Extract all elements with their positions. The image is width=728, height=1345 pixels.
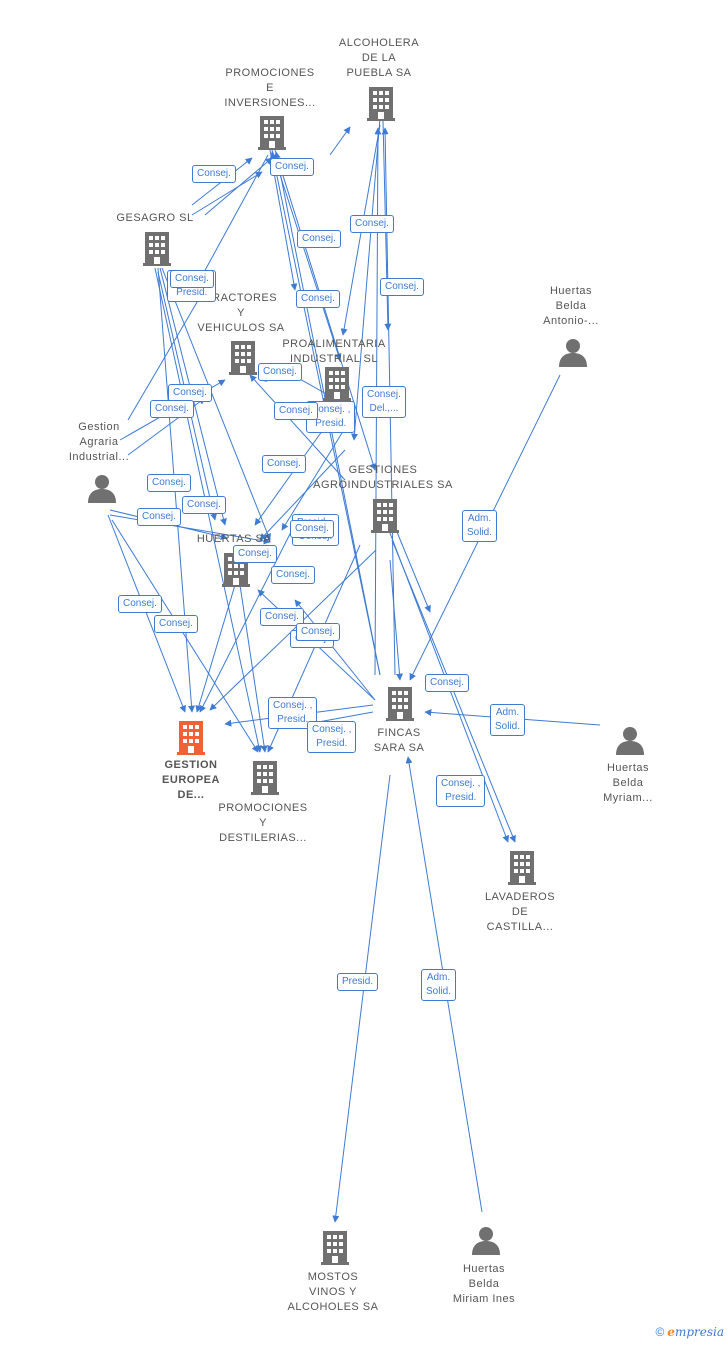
edge-label: Consej. <box>118 595 162 613</box>
node-label-proalimentaria[interactable]: PROALIMENTARIA INDUSTRIAL SL <box>282 338 386 365</box>
edge-label: Consej. <box>380 278 424 296</box>
edge-line <box>127 279 211 421</box>
edge-label: Consej. <box>296 623 340 641</box>
building-icon[interactable] <box>367 87 395 121</box>
edge-label: Consej. <box>350 215 394 233</box>
edge-label: Consej. <box>296 290 340 308</box>
edge-line <box>351 117 381 441</box>
edge-line <box>389 559 403 681</box>
edge-label: Consej. <box>270 158 314 176</box>
person-icon[interactable] <box>88 475 116 503</box>
brand-initial: e <box>667 1325 675 1339</box>
edge-label: Consej. <box>137 508 181 526</box>
edge-line <box>195 584 236 713</box>
edge-label: Consej. , Presid. <box>436 775 486 807</box>
edge-label: Consej. <box>274 402 318 420</box>
person-icon[interactable] <box>472 1227 500 1255</box>
node-label-tractores[interactable]: TRACTORES Y VEHICULOS SA <box>197 292 285 334</box>
edge-label: Consej. <box>271 566 315 584</box>
edge-line <box>109 514 271 545</box>
edge-label: Consej. <box>258 363 302 381</box>
edge-line <box>271 149 342 361</box>
edge-line <box>329 126 351 156</box>
brand-name: mpresia <box>674 1325 724 1339</box>
edge-label: Consej. , Presid. <box>268 697 318 729</box>
edge-label: Consej. <box>182 496 226 514</box>
edge-label: Consej. <box>170 270 214 288</box>
edge-line <box>111 519 259 753</box>
edge-line <box>274 149 377 471</box>
node-label-alcoholera[interactable]: ALCOHOLERA DE LA PUEBLA SA <box>338 37 420 79</box>
building-icon[interactable] <box>229 341 257 375</box>
edge-line <box>249 374 346 481</box>
edge-line <box>196 154 269 286</box>
edge-label: Consej. Del.,... <box>362 386 406 418</box>
edge-label: Adm. Solid. <box>490 704 526 736</box>
node-label-huertas-sa[interactable]: HUERTAS SA <box>196 533 272 545</box>
building-icon[interactable] <box>386 687 414 721</box>
building-icon[interactable] <box>177 721 205 755</box>
node-label-fincas-sara[interactable]: FINCAS SARA SA <box>373 727 425 754</box>
edge-label: Consej. <box>260 608 304 626</box>
edge-line <box>391 519 431 613</box>
node-label-huertas-myriam[interactable]: Huertas Belda Myriam... <box>603 762 653 804</box>
node-label-gestion-europea[interactable]: GESTION EUROPEA DE... <box>162 759 220 801</box>
building-icon[interactable] <box>508 851 536 885</box>
edge-line <box>332 774 391 1223</box>
node-label-gestiones-agro[interactable]: GESTIONES AGROINDUSTRIALES SA <box>313 464 453 491</box>
copyright-symbol: © <box>655 1325 665 1339</box>
edge-line <box>191 171 263 216</box>
edge-line <box>281 419 351 531</box>
edge-line <box>107 514 186 713</box>
edge-label: Consej. <box>147 474 191 492</box>
edge-label: Consej. <box>297 230 341 248</box>
edge-label: Consej. <box>154 615 198 633</box>
edge-line <box>239 584 268 753</box>
empresia-logo: ©empresia <box>655 1325 724 1339</box>
edge-label: Consej. <box>150 400 194 418</box>
node-label-promociones-dest[interactable]: PROMOCIONES Y DESTILERIAS... <box>218 802 308 844</box>
node-label-huertas-miriam[interactable]: Huertas Belda Miriam Ines <box>452 1263 516 1305</box>
edge-label: Consej. <box>192 165 236 183</box>
edge-line <box>199 519 298 713</box>
edge-label: Consej. <box>425 674 469 692</box>
node-label-huertas-antonio[interactable]: Huertas Belda Antonio-... <box>543 285 599 327</box>
node-label-gesagro[interactable]: GESAGRO SL <box>116 212 194 224</box>
building-icon[interactable] <box>321 1231 349 1265</box>
building-icon[interactable] <box>371 499 399 533</box>
edge-line <box>161 267 271 541</box>
person-icon[interactable] <box>616 727 644 755</box>
node-label-gestion-agraria[interactable]: Gestion Agraria Industrial... <box>68 421 130 463</box>
edge-label: Adm. Solid. <box>421 969 457 1001</box>
node-label-mostos[interactable]: MOSTOS VINOS Y ALCOHOLES SA <box>287 1271 379 1313</box>
building-icon[interactable] <box>143 232 171 266</box>
edge-label: Presid. <box>337 973 379 991</box>
person-icon[interactable] <box>559 339 587 367</box>
node-label-lavaderos[interactable]: LAVADEROS DE CASTILLA... <box>484 891 556 933</box>
edge-label: Consej. <box>233 545 277 563</box>
edge-label: Consej. , Presid. <box>307 721 357 753</box>
building-icon[interactable] <box>258 116 286 150</box>
edge-label: Adm. Solid. <box>462 510 498 542</box>
edge-label: Consej. <box>262 455 306 473</box>
edge-label: Consej. <box>290 520 334 538</box>
node-label-promociones-inv[interactable]: PROMOCIONES E INVERSIONES... <box>224 67 316 109</box>
edge-line <box>294 599 376 701</box>
building-icon[interactable] <box>323 367 351 401</box>
